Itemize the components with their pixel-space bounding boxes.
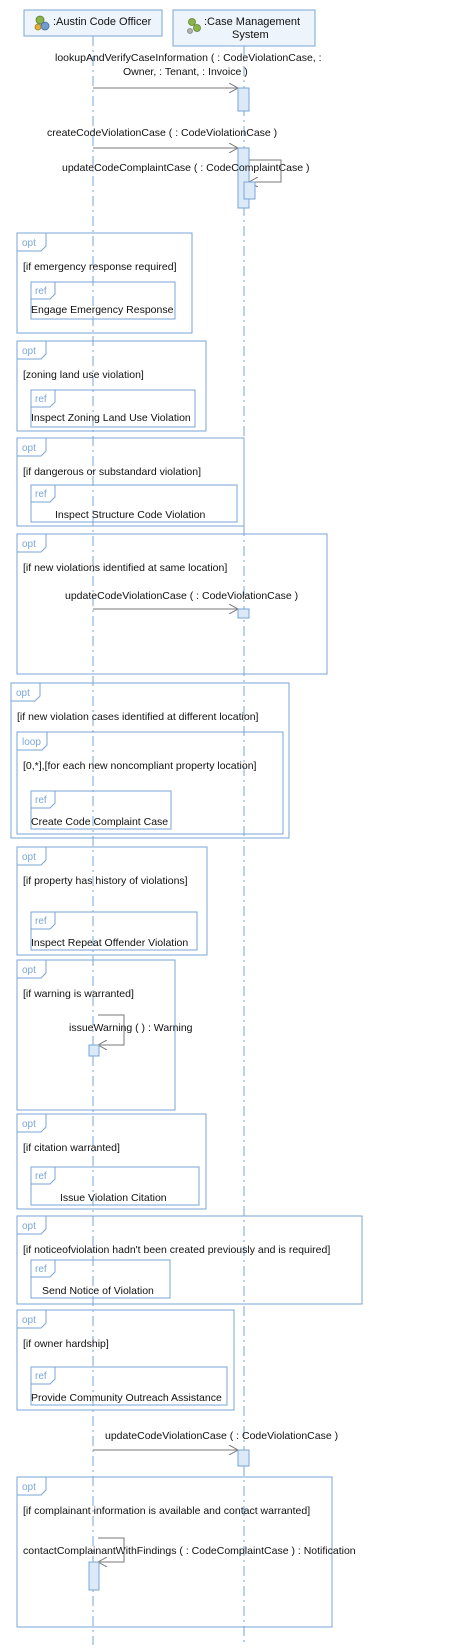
svg-text:opt: opt: [22, 965, 36, 976]
ref-label: Provide Community Outreach Assistance: [31, 1392, 222, 1404]
guard-condition: [if new violations identified at same lo…: [23, 562, 227, 574]
message-label: createCodeViolationCase ( : CodeViolatio…: [47, 127, 277, 139]
guard-condition: [if owner hardship]: [23, 1338, 109, 1350]
activation-bar: [88, 1561, 100, 1591]
opt-fragment: opt [if owner hardship] ref Provide Comm…: [16, 1309, 235, 1411]
opt-fragment: opt [if noticeofviolation hadn't been cr…: [16, 1215, 363, 1305]
component-icon: [187, 18, 201, 34]
svg-text:opt: opt: [22, 1221, 36, 1232]
message-label: updateCodeViolationCase ( : CodeViolatio…: [105, 1430, 338, 1442]
opt-fragment: opt [zoning land use violation] ref Insp…: [16, 340, 207, 432]
ref-interaction[interactable]: ref Engage Emergency Response: [30, 281, 176, 320]
guard-condition: [if warning is warranted]: [23, 988, 134, 1000]
guard-condition: [if new violation cases identified at di…: [17, 711, 259, 723]
svg-text:opt: opt: [22, 1315, 36, 1326]
message-label: updateCodeViolationCase ( : CodeViolatio…: [65, 590, 298, 602]
activation-bar: [237, 87, 250, 112]
opt-fragment: opt [if citation warranted] ref Issue Vi…: [16, 1113, 207, 1210]
activation-bar: [237, 1449, 250, 1467]
svg-text:opt: opt: [22, 1119, 36, 1130]
actor-icon: [34, 15, 50, 31]
message-label: updateCodeComplaintCase ( : CodeComplain…: [62, 162, 309, 174]
svg-text:ref: ref: [35, 489, 47, 500]
self-message-arrow[interactable]: [98, 1537, 125, 1562]
system-lifeline-label-line1: :Case Management: [204, 16, 300, 28]
svg-text:ref: ref: [35, 916, 47, 927]
system-lifeline-head[interactable]: :Case Management System: [172, 9, 316, 47]
self-message-arrow[interactable]: [98, 1014, 125, 1045]
message-label: contactComplainantWithFindings ( : CodeC…: [23, 1545, 356, 1557]
ref-interaction[interactable]: ref Inspect Structure Code Violation: [30, 484, 238, 523]
ref-interaction[interactable]: ref Send Notice of Violation: [30, 1259, 171, 1299]
svg-text:opt: opt: [16, 688, 30, 699]
svg-text:ref: ref: [35, 394, 47, 405]
system-lifeline-label-line2: System: [232, 29, 269, 41]
activation-bar: [88, 1044, 100, 1057]
guard-condition: [if noticeofviolation hadn't been create…: [23, 1244, 330, 1256]
ref-interaction[interactable]: ref Inspect Repeat Offender Violation: [30, 911, 198, 951]
opt-fragment: opt [if dangerous or substandard violati…: [16, 437, 245, 527]
guard-condition: [if dangerous or substandard violation]: [23, 466, 201, 478]
opt-fragment: opt [if warning is warranted] issueWarni…: [16, 959, 193, 1111]
loop-fragment: loop [0,*],[for each new noncompliant pr…: [16, 731, 284, 835]
ref-label: Inspect Zoning Land Use Violation: [31, 412, 191, 424]
self-message-arrow[interactable]: [249, 159, 282, 182]
svg-text:ref: ref: [35, 1264, 47, 1275]
officer-lifeline-label: :Austin Code Officer: [53, 16, 152, 28]
opt-fragment: opt [if complainant information is avail…: [16, 1476, 356, 1628]
message-label: Owner, : Tenant, : Invoice ): [123, 66, 248, 78]
guard-condition: [zoning land use violation]: [23, 369, 144, 381]
opt-fragment: opt [if emergency response required] ref…: [16, 232, 193, 334]
ref-label: Engage Emergency Response: [31, 304, 174, 316]
svg-text:opt: opt: [22, 238, 36, 249]
svg-text:opt: opt: [22, 346, 36, 357]
opt-fragment: opt [if new violation cases identified a…: [10, 682, 290, 839]
svg-text:opt: opt: [22, 1482, 36, 1493]
guard-condition: [if property has history of violations]: [23, 875, 188, 887]
svg-text:ref: ref: [35, 286, 47, 297]
message-label: lookupAndVerifyCaseInformation ( : CodeV…: [55, 52, 322, 64]
svg-text:opt: opt: [22, 539, 36, 550]
ref-label: Inspect Repeat Offender Violation: [31, 937, 188, 949]
svg-text:ref: ref: [35, 795, 47, 806]
opt-fragment: opt [if new violations identified at sam…: [16, 533, 328, 675]
activation-bar: [243, 181, 256, 200]
opt-fragment: opt [if property has history of violatio…: [16, 846, 208, 956]
message-label: issueWarning ( ) : Warning: [69, 1022, 193, 1034]
guard-condition: [if citation warranted]: [23, 1142, 120, 1154]
svg-text:ref: ref: [35, 1371, 47, 1382]
ref-label: Create Code Complaint Case: [31, 816, 168, 828]
svg-text:opt: opt: [22, 443, 36, 454]
guard-condition: [0,*],[for each new noncompliant propert…: [23, 760, 257, 772]
svg-text:opt: opt: [22, 852, 36, 863]
ref-interaction[interactable]: ref Create Code Complaint Case: [30, 790, 172, 830]
svg-text:ref: ref: [35, 1171, 47, 1182]
guard-condition: [if complainant information is available…: [23, 1505, 310, 1517]
ref-interaction[interactable]: ref Inspect Zoning Land Use Violation: [30, 389, 196, 428]
ref-label: Issue Violation Citation: [60, 1192, 167, 1204]
activation-bar: [237, 608, 250, 619]
ref-label: Send Notice of Violation: [42, 1285, 154, 1297]
ref-interaction[interactable]: ref Issue Violation Citation: [30, 1166, 200, 1206]
officer-lifeline-head[interactable]: :Austin Code Officer: [23, 9, 163, 37]
ref-label: Inspect Structure Code Violation: [55, 509, 206, 521]
ref-interaction[interactable]: ref Provide Community Outreach Assistanc…: [30, 1366, 228, 1406]
guard-condition: [if emergency response required]: [23, 261, 177, 273]
svg-text:loop: loop: [22, 737, 41, 748]
